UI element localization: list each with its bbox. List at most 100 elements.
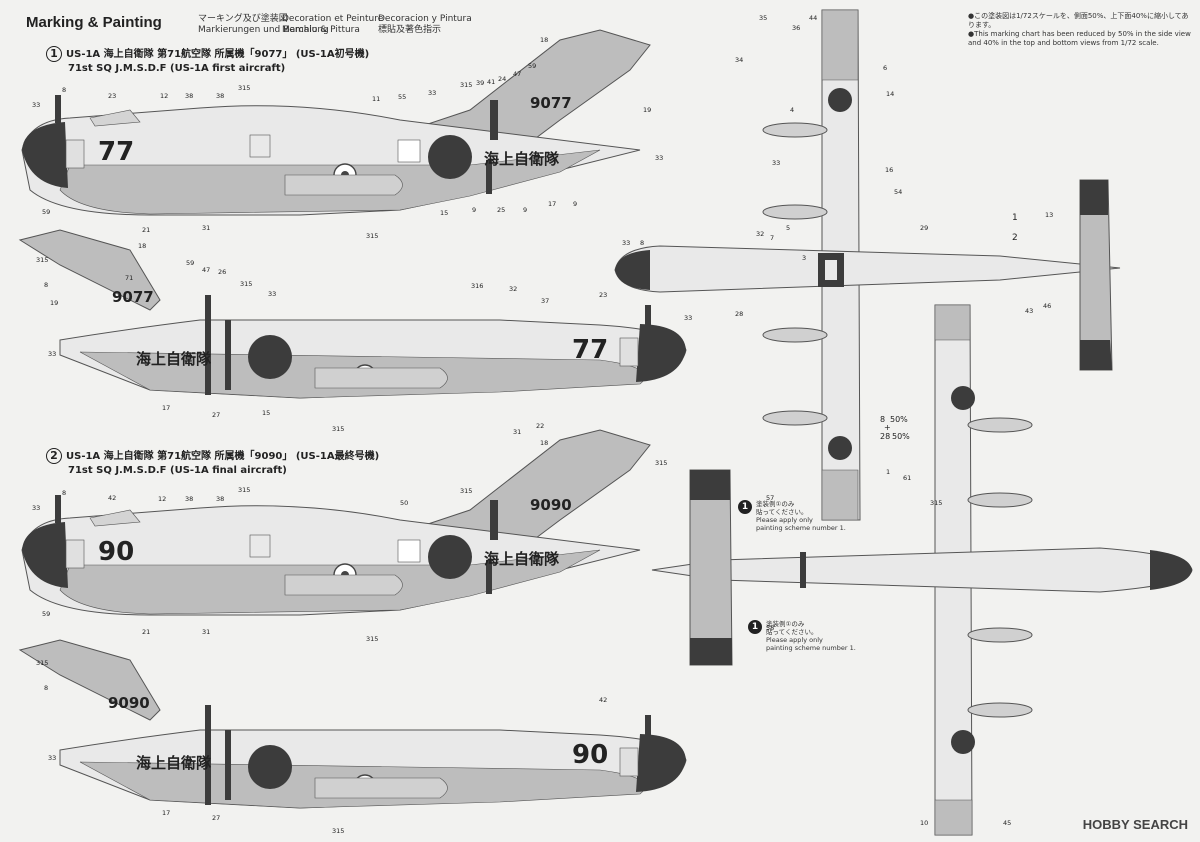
nose-number: 77: [98, 137, 134, 167]
callout-number-46: 46: [1043, 302, 1051, 310]
paint-note-en2: painting scheme number 1.: [766, 644, 856, 652]
callout-number-17: 17: [162, 809, 170, 817]
callout-number-50: 50: [400, 499, 408, 507]
callout-number-33: 33: [268, 290, 276, 298]
callout-number-17: 17: [548, 200, 556, 208]
callout-number-41: 41: [487, 78, 495, 86]
callout-number-33: 33: [622, 239, 630, 247]
callout-number-315: 315: [460, 487, 472, 495]
callout-number-44: 44: [809, 14, 817, 22]
scheme-2-title-jp: US-1A 海上自衛隊 第71航空隊 所属機「9090」 (US-1A最終号機): [66, 451, 380, 462]
callout-number-9: 9: [523, 206, 527, 214]
callout-number-38: 38: [185, 495, 193, 503]
top-view: 1 2: [614, 9, 1121, 521]
callout-number-8: 8: [62, 86, 66, 94]
callout-number-24: 24: [498, 75, 506, 83]
callout-number-42: 42: [599, 696, 607, 704]
callout-number-19: 19: [643, 106, 651, 114]
callout-number-315: 315: [332, 425, 344, 433]
callout-number-315: 315: [238, 84, 250, 92]
mix-label-percent: 50%: [890, 415, 908, 424]
brand-logo: HOBBY SEARCH: [1082, 817, 1188, 832]
callout-number-9: 9: [573, 200, 577, 208]
callout-number-33: 33: [684, 314, 692, 322]
paint-note-jp: 塗装例①のみ: [766, 620, 805, 628]
callout-number-11: 11: [372, 95, 380, 103]
callout-number-22: 22: [536, 422, 544, 430]
callout-number-23: 23: [108, 92, 116, 100]
callout-number-315: 315: [36, 256, 48, 264]
callout-number-54: 54: [894, 188, 902, 196]
callout-number-17: 17: [162, 404, 170, 412]
tail-number: 9090: [108, 694, 150, 712]
callout-number-8: 8: [640, 239, 644, 247]
callout-number-29: 29: [920, 224, 928, 232]
scheme-1-badge: 1: [46, 46, 62, 62]
callout-number-38: 38: [185, 92, 193, 100]
tail-number: 9077: [112, 288, 154, 306]
callout-number-33: 33: [655, 154, 663, 162]
paint-note-en2: painting scheme number 1.: [756, 524, 846, 532]
lang-cn: 標貼及著色指示: [378, 25, 442, 35]
paint-note-lower: 1 塗装例①のみ 貼ってください。 Please apply only pain…: [748, 620, 856, 652]
scheme-1-header: 1 US-1A 海上自衛隊 第71航空隊 所属機「9077」 (US-1A初号機)…: [46, 46, 369, 76]
callout-number-33: 33: [772, 159, 780, 167]
callout-number-16: 16: [885, 166, 893, 174]
scale-note-jp: ●この塗装図は1/72スケールを、側面50%、上下面40%に縮小してあります。: [968, 12, 1189, 29]
callout-number-38: 38: [216, 92, 224, 100]
callout-number-15: 15: [262, 409, 270, 417]
callout-number-58: 58: [766, 624, 774, 632]
callout-number-7: 7: [770, 234, 774, 242]
callout-number-10: 10: [920, 819, 928, 827]
mix-label-plus: +: [884, 423, 891, 432]
callout-number-8: 8: [62, 489, 66, 497]
callout-number-45: 45: [1003, 819, 1011, 827]
nose-number: 77: [572, 335, 608, 365]
callout-number-316: 316: [471, 282, 483, 290]
scale-note: ●この塗装図は1/72スケールを、側面50%、上下面40%に縮小してあります。 …: [968, 12, 1193, 48]
callout-number-36: 36: [792, 24, 800, 32]
callout-number-315: 315: [366, 635, 378, 643]
callout-number-12: 12: [158, 495, 166, 503]
lang-it: Marchio & Pittura: [282, 25, 360, 35]
lang-jp: マーキング及び塗装図: [198, 14, 288, 24]
callout-number-4: 4: [790, 106, 794, 114]
callout-number-5: 5: [786, 224, 790, 232]
callout-number-6: 6: [883, 64, 887, 72]
callout-number-71: 71: [125, 274, 133, 282]
side-view-2-left: 90 9090 海上自衛隊: [21, 429, 651, 616]
mix-label-color: 8: [880, 415, 885, 424]
callout-number-38: 38: [216, 495, 224, 503]
scheme-1-title-jp: US-1A 海上自衛隊 第71航空隊 所属機「9077」 (US-1A初号機): [66, 49, 370, 60]
side-view-1-right: 77 9077 海上自衛隊: [19, 229, 687, 399]
callout-number-47: 47: [202, 266, 210, 274]
paint-note-upper: 1 塗装例①のみ 貼ってください。 Please apply only pain…: [738, 500, 846, 532]
scheme-marker-1: 1: [1012, 213, 1018, 223]
callout-number-27: 27: [212, 814, 220, 822]
callout-number-21: 21: [142, 226, 150, 234]
callout-number-42: 42: [108, 494, 116, 502]
lang-fr: Decoration et Peinture: [282, 14, 384, 24]
callout-number-33: 33: [428, 89, 436, 97]
scale-note-en: ●This marking chart has been reduced by …: [968, 30, 1191, 47]
callout-number-32: 32: [509, 285, 517, 293]
callout-number-19: 19: [50, 299, 58, 307]
callout-number-47: 47: [513, 70, 521, 78]
callout-number-315: 315: [460, 81, 472, 89]
callout-number-31: 31: [202, 628, 210, 636]
lang-de: Markierungen und Bemalung: [198, 25, 329, 35]
paint-note-jp: 塗装例①のみ: [756, 500, 795, 508]
page-title: Marking & Painting: [26, 14, 162, 31]
scheme-2-title-en: 71st SQ J.M.S.D.F (US-1A final aircraft): [68, 465, 287, 476]
callout-number-34: 34: [735, 56, 743, 64]
callout-number-18: 18: [138, 242, 146, 250]
callout-number-33: 33: [48, 350, 56, 358]
callout-number-26: 26: [218, 268, 226, 276]
callout-number-32: 32: [756, 230, 764, 238]
fuselage-jmsdf-text: 海上自衛隊: [484, 150, 560, 168]
scheme-marker-2: 2: [1012, 233, 1018, 243]
callout-number-15: 15: [440, 209, 448, 217]
paint-note-jp2: 貼ってください。: [766, 628, 818, 636]
